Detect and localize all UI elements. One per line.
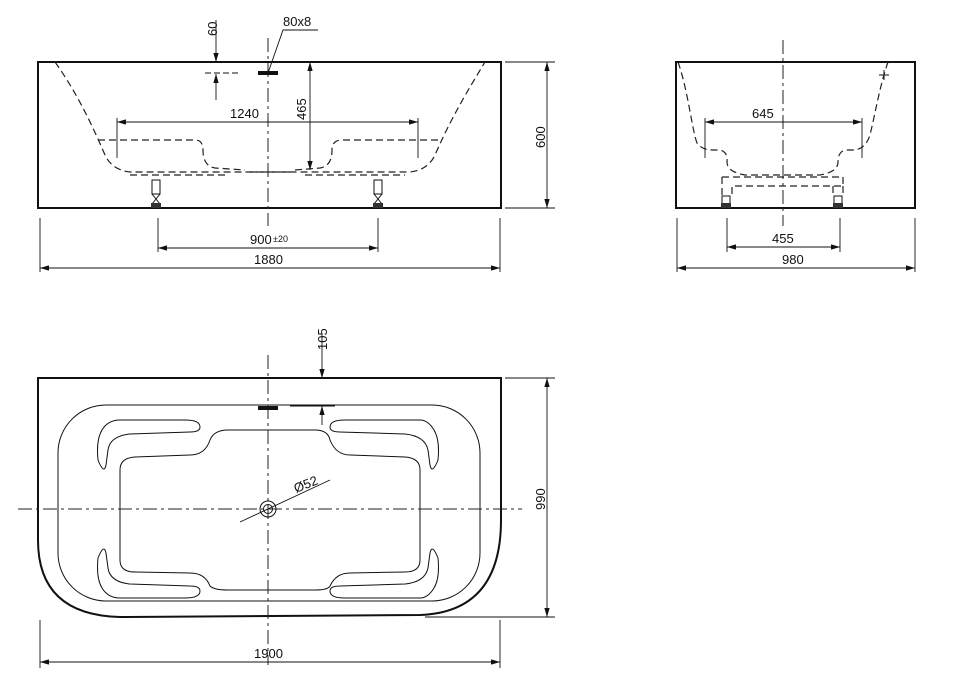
inner-basin-profile xyxy=(54,61,486,173)
side-view-outline xyxy=(675,61,916,209)
dim-1880-label: 1880 xyxy=(254,252,283,267)
tub-rim xyxy=(57,404,481,602)
dim-1900-label: 1900 xyxy=(254,646,283,661)
base-profile xyxy=(130,171,405,176)
dim-900-tolerance: ±20 xyxy=(273,234,288,244)
dim-80x8-label: 80x8 xyxy=(283,14,311,29)
dim-455-label: 455 xyxy=(772,231,794,246)
seat-profile xyxy=(98,139,438,171)
dim-1240-label: 1240 xyxy=(230,106,259,121)
top-view-outline xyxy=(37,377,502,619)
foot-left xyxy=(151,179,161,208)
drain-outer xyxy=(259,500,277,518)
front-view-outline xyxy=(37,61,502,209)
dim-900-label: 900 xyxy=(250,232,272,247)
overflow-top xyxy=(258,406,278,410)
tub-basin xyxy=(119,429,421,591)
overflow-leader xyxy=(267,29,318,74)
headrest-left-top xyxy=(97,419,201,470)
armrest-left-bottom xyxy=(97,548,201,599)
side-foot-right xyxy=(833,195,843,208)
dim-d52-label: Ø52 xyxy=(292,473,320,496)
side-foot-left xyxy=(721,195,731,208)
dim-990-label: 990 xyxy=(533,488,548,510)
drain-inner xyxy=(263,504,273,514)
side-view: 645 455 980 xyxy=(675,40,916,272)
dim-980-label: 980 xyxy=(782,252,804,267)
armrest-right-bottom xyxy=(329,548,439,599)
top-view: Ø52 105 990 1900 xyxy=(18,328,555,668)
side-inner-profile xyxy=(677,61,889,176)
dim-645-label: 645 xyxy=(752,106,774,121)
foot-right xyxy=(373,179,383,208)
dim-465-label: 465 xyxy=(294,98,309,120)
dim-600-label: 600 xyxy=(533,126,548,148)
side-frame xyxy=(721,176,844,196)
dim-60-label: 60 xyxy=(205,22,220,36)
headrest-right-top xyxy=(329,419,439,470)
drain-leader xyxy=(239,479,331,523)
dim-105-label: 105 xyxy=(315,328,330,350)
front-view: 60 80x8 465 1240 600 900 ±20 1880 xyxy=(37,14,555,272)
